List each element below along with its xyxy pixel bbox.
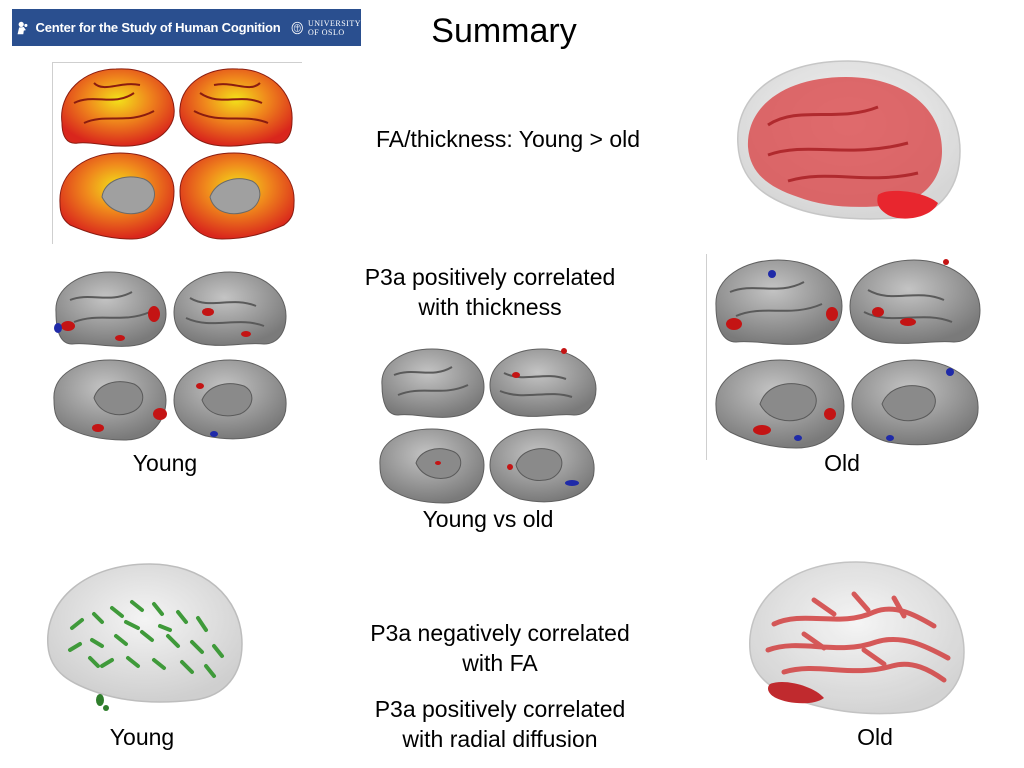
center-logo-banner: Center for the Study of Human Cognition … [12, 9, 361, 46]
cortex-young-vs-old-image [379, 348, 597, 504]
red-spots [61, 306, 251, 432]
hemisphere-medial-left [59, 152, 175, 240]
hemisphere-medial-right [179, 152, 295, 240]
label-young-bottom: Young [109, 724, 175, 750]
p3a-thickness-line2: with thickness [418, 294, 562, 320]
frame-line [52, 62, 302, 63]
red-spots [726, 259, 949, 435]
university-name: UNIVERSITY OF OSLO [308, 19, 361, 37]
red-tracts [765, 591, 951, 683]
center-emblem-icon [17, 21, 28, 34]
university-seal-icon [291, 21, 303, 34]
p3a-fa-line1: P3a negatively correlated [370, 620, 630, 646]
p3a-thickness-line1: P3a positively correlated [364, 264, 616, 290]
glass-brain-green-tracts-image [47, 563, 243, 711]
cortex-old-thickness-image [715, 259, 981, 449]
p3a-rd-line1: P3a positively correlated [374, 696, 626, 722]
center-name: Center for the Study of Human Cognition [35, 20, 281, 35]
green-tracts [68, 600, 224, 678]
glass-brain-red-top-image [737, 60, 961, 220]
blue-spots [768, 270, 954, 441]
p3a-thickness-text: P3a positively correlated with thickness [330, 262, 650, 322]
hemisphere-lateral-left [61, 68, 175, 147]
p3a-fa-line2: with FA [462, 650, 538, 676]
thickness-hot-map-image [59, 68, 295, 240]
slide-title: Summary [431, 12, 577, 50]
frame-line [706, 254, 707, 460]
red-spots [435, 348, 567, 470]
fa-thickness-text: FA/thickness: Young > old [375, 126, 641, 152]
cortex-young-thickness-image [53, 271, 287, 441]
blue-spots [565, 480, 579, 486]
label-old-bottom: Old [857, 724, 893, 750]
blue-spots [54, 323, 218, 437]
university-line1: UNIVERSITY [308, 18, 361, 28]
frame-line [52, 62, 53, 244]
red-blobs [768, 681, 824, 704]
green-blobs [96, 694, 109, 711]
hemisphere-lateral-right [179, 68, 293, 147]
p3a-rd-text: P3a positively correlated with radial di… [330, 694, 670, 754]
label-young-middle: Young [132, 450, 198, 476]
label-young-vs-old: Young vs old [422, 506, 554, 532]
p3a-fa-text: P3a negatively correlated with FA [330, 618, 670, 678]
p3a-rd-line2: with radial diffusion [402, 726, 598, 752]
label-old-middle: Old [824, 450, 860, 476]
university-line2: OF OSLO [308, 27, 345, 37]
glass-brain-red-tracts-image [749, 561, 965, 715]
